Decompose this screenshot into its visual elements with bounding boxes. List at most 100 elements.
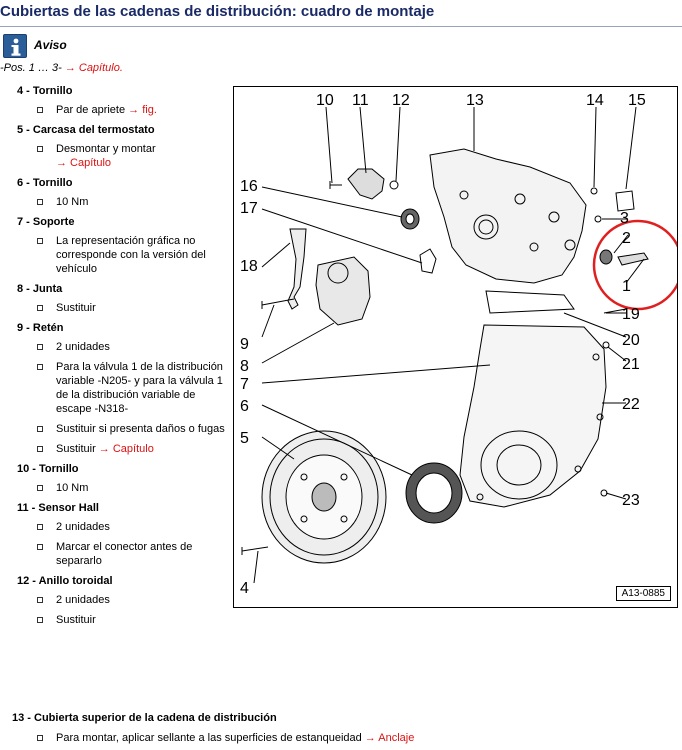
item-heading: 10 - Tornillo <box>17 462 232 476</box>
bullet-icon <box>37 238 43 244</box>
bullet-icon <box>37 364 43 370</box>
item-heading: 7 - Soporte <box>17 215 232 229</box>
chapter-link[interactable]: → Capítulo <box>98 443 154 455</box>
item-name: Cubierta superior de la cadena de distri… <box>34 712 277 724</box>
item-detail: 2 unidades <box>0 520 232 534</box>
item-heading: 5 - Carcasa del termostato <box>17 123 232 137</box>
callout-label: 17 <box>240 200 258 217</box>
item-detail: 2 unidades <box>0 340 232 354</box>
item-number: 5 - <box>17 124 33 136</box>
item-name: Retén <box>32 322 64 334</box>
chapter-link[interactable]: → Capítulo <box>56 157 112 169</box>
item-detail-text: 2 unidades <box>56 521 110 533</box>
chapter-link[interactable]: → fig. <box>128 104 157 116</box>
item-number: 4 - <box>17 85 33 97</box>
bullet-icon <box>37 305 43 311</box>
callout-label: 4 <box>240 580 249 597</box>
callout-label: 5 <box>240 430 249 447</box>
item-number: 12 - <box>17 575 39 587</box>
callout-label: 9 <box>240 336 249 353</box>
item-number: 9 - <box>17 322 33 334</box>
item-detail: Desmontar y montar→ Capítulo <box>0 142 232 170</box>
anchor-link[interactable]: → Anclaje <box>364 732 415 744</box>
bullet-icon <box>37 344 43 350</box>
item-detail-text: 10 Nm <box>56 196 89 208</box>
chapter-link[interactable]: → Capítulo. <box>64 62 123 74</box>
item-heading: 4 - Tornillo <box>17 84 232 98</box>
item-detail: Para la válvula 1 de la distribución var… <box>0 360 232 416</box>
callout-label: 10 <box>316 92 334 109</box>
item-name: Tornillo <box>32 85 73 97</box>
bullet-icon <box>37 107 43 113</box>
callout-label: 18 <box>240 258 258 275</box>
list-item-13: 13 - Cubierta superior de la cadena de d… <box>0 711 414 745</box>
callout-label: 8 <box>240 358 249 375</box>
position-text: -Pos. 1 … 3- <box>0 62 62 74</box>
list-item: 7 - Soporte La representación gráfica no … <box>0 215 232 276</box>
item-detail: Sustituir → Capítulo <box>0 442 232 456</box>
bullet-icon <box>37 146 43 152</box>
item-name: Carcasa del termostato <box>32 124 155 136</box>
bullet-icon <box>37 735 43 741</box>
bullet-icon <box>37 597 43 603</box>
info-icon <box>3 34 27 58</box>
title-divider <box>0 26 682 27</box>
item-detail: Marcar el conector antes de separarlo <box>0 540 232 568</box>
item-number: 7 - <box>17 216 33 228</box>
position-reference: -Pos. 1 … 3- → Capítulo. <box>0 62 123 74</box>
bullet-icon <box>37 544 43 550</box>
callout-label: 11 <box>352 92 369 109</box>
highlight-circle <box>592 219 682 311</box>
item-detail: 10 Nm <box>0 195 232 209</box>
item-detail: Sustituir <box>0 301 232 315</box>
callout-label: 7 <box>240 376 249 393</box>
item-detail: Par de apriete → fig. <box>0 103 232 117</box>
item-heading: 12 - Anillo toroidal <box>17 574 232 588</box>
item-detail-text: Par de apriete <box>56 104 129 116</box>
item-name: Anillo toroidal <box>38 575 113 587</box>
item-detail-text: Para la válvula 1 de la distribución var… <box>56 361 223 415</box>
callout-label: 22 <box>622 396 640 413</box>
item-detail-text: Sustituir si presenta daños o fugas <box>56 423 225 435</box>
item-detail: Sustituir <box>0 613 232 627</box>
bullet-icon <box>37 617 43 623</box>
item-detail-text: Sustituir <box>56 302 96 314</box>
notice-label: Aviso <box>34 38 67 52</box>
bullet-icon <box>37 485 43 491</box>
callout-label: 19 <box>622 306 640 323</box>
item-number: 6 - <box>17 177 33 189</box>
bullet-icon <box>37 426 43 432</box>
item-detail: 10 Nm <box>0 481 232 495</box>
item-detail: 2 unidades <box>0 593 232 607</box>
item-sub-text: Para montar, aplicar sellante a las supe… <box>56 732 365 744</box>
bullet-icon <box>37 199 43 205</box>
item-heading: 11 - Sensor Hall <box>17 501 232 515</box>
item-detail-text: Sustituir <box>56 614 96 626</box>
item-detail: La representación gráfica no corresponde… <box>0 234 232 276</box>
callout-label: 20 <box>622 332 640 349</box>
callout-label: 1 <box>622 278 631 295</box>
item-detail-text: Sustituir <box>56 443 99 455</box>
item-detail-text: 10 Nm <box>56 482 89 494</box>
callout-label: 15 <box>628 92 646 109</box>
item-detail: Sustituir si presenta daños o fugas <box>0 422 232 436</box>
callout-label: 6 <box>240 398 249 415</box>
item-name: Sensor Hall <box>38 502 99 514</box>
bullet-icon <box>37 446 43 452</box>
callout-label: 16 <box>240 178 258 195</box>
item-detail-text: Marcar el conector antes de separarlo <box>56 541 193 567</box>
item-heading: 8 - Junta <box>17 282 232 296</box>
callout-label: 14 <box>586 92 604 109</box>
callout-label: 3 <box>620 210 629 227</box>
item-number: 11 - <box>17 502 39 514</box>
item-number: 10 - <box>17 463 40 475</box>
